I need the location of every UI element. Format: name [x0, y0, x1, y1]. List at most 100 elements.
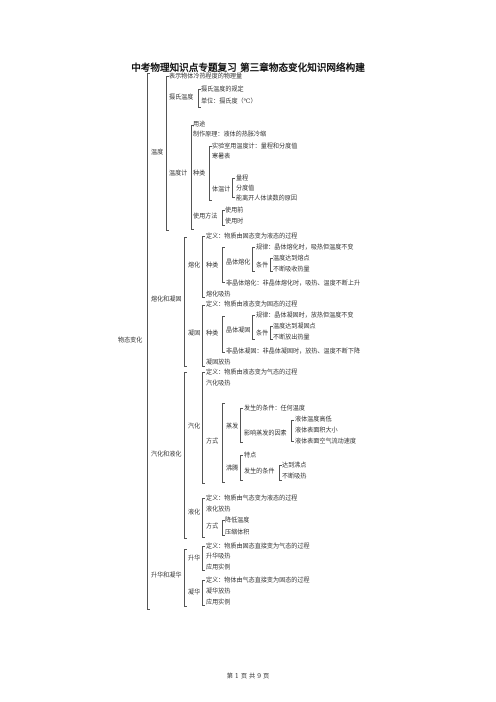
method-before: 使用前 [225, 207, 244, 214]
thermo-principle: 制作原理：液体的热胀冷缩 [193, 131, 267, 138]
bracket-melt-kinds [222, 247, 225, 283]
freeze-rule: 规律：晶体凝固时，放热但温度不变 [256, 312, 354, 319]
kind-lab: 实验室用温度计：量程和分度值 [212, 143, 298, 150]
bracket-boiling [240, 455, 243, 481]
bracket-evaporation [240, 408, 243, 443]
node-body-thermo: 体温计 [212, 186, 231, 193]
bracket-sublimate [202, 546, 205, 571]
freeze-cond-b: 不断放出热量 [273, 334, 310, 341]
vapor-heat: 汽化吸热 [206, 380, 231, 387]
page-title: 中考物理知识点专题复习 第三章物态变化知识网络构建 [131, 63, 365, 74]
node-vaporize: 汽化 [188, 423, 201, 430]
celsius-def: 摄氏温度的规定 [201, 86, 244, 93]
factor-b: 液体表面积大小 [295, 427, 338, 434]
freeze-def: 定义：物质由液态变为固态的过程 [206, 301, 298, 308]
node-temperature: 温度 [151, 149, 164, 156]
bracket-melt-freeze [184, 237, 187, 367]
bracket-sub-deposit [184, 549, 187, 607]
melt-rule: 规律：晶体熔化时，吸热但温度不变 [256, 244, 354, 251]
bracket-melt-cond [270, 258, 273, 272]
node-freeze-crystal: 晶体凝固 [226, 327, 251, 334]
bracket-thermometer [191, 125, 194, 230]
bracket-kinds [209, 146, 212, 201]
bracket-liquefy-ways [222, 520, 225, 536]
sublimate-def: 定义：物质由固态直接变为气态的过程 [206, 543, 310, 550]
melt-noncrystal: 非晶体熔化：非晶体熔化时，吸热、温度不断上升 [226, 280, 361, 287]
node-sublimate: 升华 [188, 555, 201, 562]
freeze-noncrystal: 非晶体凝固：非晶体凝固时，放热、温度不断下降 [226, 348, 361, 355]
deposit-app: 应用实例 [206, 599, 231, 606]
factor-c: 液体表面空气流动速度 [295, 438, 356, 445]
bracket-body-thermo [232, 178, 235, 198]
node-melt-crystal: 晶体熔化 [226, 259, 251, 266]
node-boiling: 沸腾 [226, 465, 239, 472]
bracket-melt-crystal [252, 247, 255, 272]
freeze-heat: 凝固放热 [206, 359, 231, 366]
sublimate-app: 应用实例 [206, 564, 231, 571]
bracket-celsius [198, 89, 201, 108]
melt-kinds: 种类 [206, 262, 219, 269]
temp-intro: 表示物体冷热程度的物理量 [169, 73, 243, 80]
liquefy-way-b: 压缩体积 [225, 529, 250, 536]
bracket-freezing [202, 305, 205, 367]
bracket-freeze-crystal [252, 315, 255, 340]
bracket-temperature [166, 76, 169, 231]
bracket-vapor-ways [222, 403, 225, 483]
freeze-cond: 条件 [256, 330, 269, 337]
vapor-def: 定义：物质由液态变为气态的过程 [206, 369, 298, 376]
bracket-freeze-kinds [222, 316, 225, 353]
node-deposit: 凝华 [188, 589, 201, 596]
bracket-vaporize [202, 372, 205, 484]
deposit-def: 定义：物体由气态直接变为固态的过程 [206, 577, 310, 584]
bracket-vapor-liquefy [184, 372, 187, 539]
node-liquefy: 液化 [188, 509, 201, 516]
node-thermometer: 温度计 [169, 170, 188, 177]
evap-cond: 发生的条件：任何温度 [244, 405, 305, 412]
node-sub-deposit: 升华和凝华 [151, 572, 182, 579]
bracket-deposit [202, 580, 205, 606]
vapor-ways: 方式 [206, 438, 219, 445]
freeze-cond-a: 温度达到凝固点 [273, 323, 316, 330]
melt-cond-b: 不断吸收热量 [273, 266, 310, 273]
boil-cond-b: 不断吸热 [282, 473, 307, 480]
freeze-kinds: 种类 [206, 330, 219, 337]
node-celsius: 摄氏温度 [169, 94, 194, 101]
melt-cond: 条件 [256, 262, 269, 269]
bracket-evap-factors [291, 420, 294, 442]
celsius-unit: 单位：摄氏度（℃） [201, 98, 257, 105]
node-vapor-liquefy: 汽化和液化 [151, 451, 182, 458]
node-melting: 熔化 [188, 262, 201, 269]
body-div: 分度值 [236, 185, 255, 192]
body-reason: 能离开人体读数的原因 [236, 195, 297, 202]
bracket-method [222, 210, 225, 226]
page-footer: 第 1 页 共 9 页 [226, 673, 270, 680]
node-evaporation: 蒸发 [226, 423, 239, 430]
bracket-boil-cond [279, 465, 282, 481]
body-range: 量程 [236, 175, 249, 182]
node-freezing: 凝固 [188, 330, 201, 337]
liquefy-def: 定义：物质由气态变为液态的过程 [206, 495, 298, 502]
thermo-use: 用途 [193, 121, 206, 128]
liquefy-way-a: 降低温度 [225, 517, 250, 524]
deposit-heat: 凝华放热 [206, 588, 231, 595]
boil-cond-a: 达到沸点 [282, 462, 307, 469]
boil-feature: 特点 [244, 452, 257, 459]
node-kinds: 种类 [193, 170, 206, 177]
evap-factors: 影响蒸发的因素 [244, 430, 287, 437]
liquefy-heat: 液化放热 [206, 506, 231, 513]
melt-def: 定义：物质由固态变为液态的过程 [206, 233, 298, 240]
node-method: 使用方法 [193, 213, 218, 220]
sublimate-heat: 升华吸热 [206, 553, 231, 560]
factor-a: 液体温度高低 [295, 416, 332, 423]
method-during: 使用时 [225, 218, 244, 225]
root-bracket [147, 73, 150, 610]
bracket-freeze-cond [270, 326, 273, 340]
liquefy-ways: 方式 [206, 523, 219, 530]
root-label: 物态变化 [118, 337, 143, 344]
kind-cold: 寒暑表 [212, 153, 231, 160]
melt-heat: 熔化吸热 [206, 291, 231, 298]
bracket-melting [202, 236, 205, 298]
melt-cond-a: 温度达到熔点 [273, 255, 310, 262]
boil-cond: 发生的条件 [244, 468, 275, 475]
node-melt-freeze: 熔化和凝固 [151, 296, 182, 303]
